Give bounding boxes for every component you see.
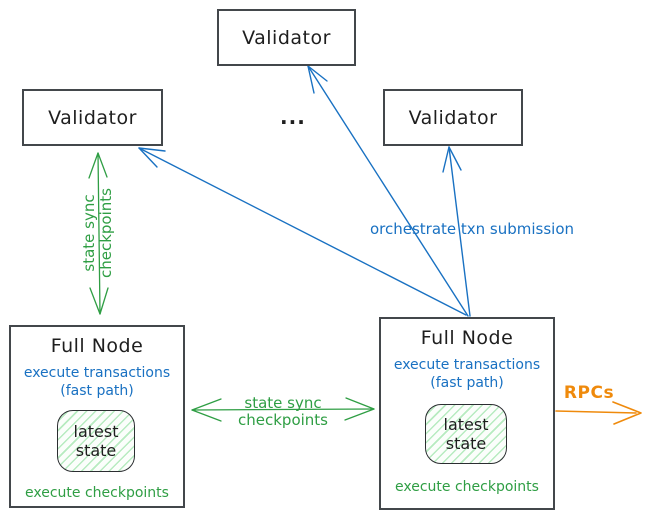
validator-left-label: Validator xyxy=(48,106,137,129)
latest-state-line2: state xyxy=(445,434,487,453)
validator-right-box: Validator xyxy=(383,89,523,146)
full-node-right-box: Full Node execute transactions (fast pat… xyxy=(379,317,555,510)
validator-top-box: Validator xyxy=(217,9,356,66)
orchestrate-label: orchestrate txn submission xyxy=(369,220,575,238)
state-sync-vertical-line1: state sync xyxy=(80,194,98,272)
full-node-right-latest-state-box: latest state xyxy=(425,404,507,464)
validator-left-box: Validator xyxy=(22,89,163,146)
state-sync-vertical-label: state sync checkpoints xyxy=(80,188,115,278)
rpcs-label: RPCs xyxy=(563,383,615,403)
state-sync-horizontal-label: state sync checkpoints xyxy=(238,395,328,429)
full-node-right-exec-line1: execute transactions xyxy=(393,357,541,373)
latest-state-line1: latest xyxy=(73,422,119,441)
full-node-left-latest-state-box: latest state xyxy=(57,410,135,472)
latest-state-line2: state xyxy=(75,441,117,460)
full-node-right-footer: execute checkpoints xyxy=(395,479,539,495)
full-node-left-exec: execute transactions (fast path) xyxy=(11,364,183,400)
full-node-left-exec-line2: (fast path) xyxy=(60,383,134,399)
full-node-left-footer: execute checkpoints xyxy=(25,485,169,501)
validator-top-label: Validator xyxy=(242,26,331,49)
full-node-left-box: Full Node execute transactions (fast pat… xyxy=(9,325,185,508)
full-node-left-title: Full Node xyxy=(50,335,144,357)
state-sync-horizontal-line1: state sync xyxy=(244,394,322,412)
validators-ellipsis: ... xyxy=(280,105,306,129)
full-node-right-exec-line2: (fast path) xyxy=(430,375,504,391)
full-node-left-exec-line1: execute transactions xyxy=(23,365,171,381)
state-sync-horizontal-line2: checkpoints xyxy=(238,411,328,429)
arrow-rpcs xyxy=(555,401,642,425)
full-node-right-exec: execute transactions (fast path) xyxy=(381,356,553,392)
latest-state-line1: latest xyxy=(443,415,489,434)
state-sync-vertical-line2: checkpoints xyxy=(97,188,115,278)
validator-right-label: Validator xyxy=(408,106,498,129)
full-node-right-title: Full Node xyxy=(420,327,514,349)
